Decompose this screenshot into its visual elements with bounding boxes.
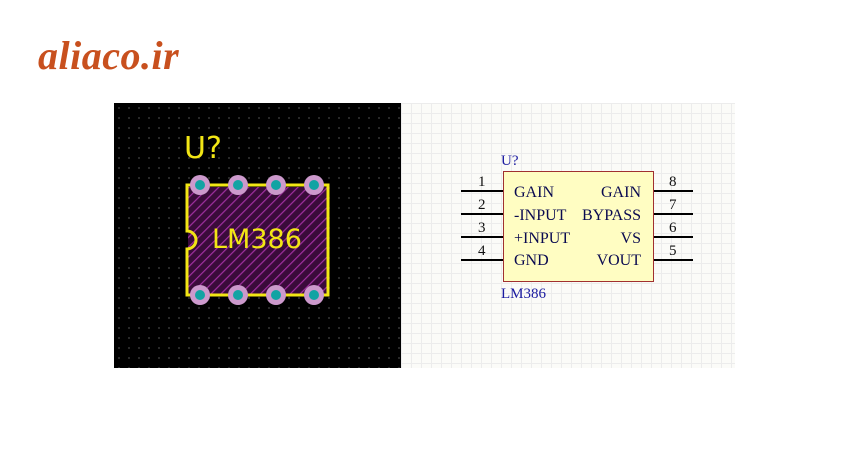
pad-hole xyxy=(233,290,243,300)
pin-name-2: -INPUT xyxy=(514,207,567,224)
pin-name-5: VOUT xyxy=(596,252,641,269)
component-body-hatch xyxy=(188,187,327,295)
pad-hole xyxy=(271,180,281,190)
pad-hole xyxy=(271,290,281,300)
pad-row-bottom xyxy=(190,285,324,305)
pin-number-6: 6 xyxy=(669,220,677,236)
brand-logo[interactable]: aliaco.ir xyxy=(38,33,180,78)
schematic-comment[interactable]: LM386 xyxy=(501,286,546,302)
pcb-footprint-graphic xyxy=(185,175,330,305)
pin-name-6: VS xyxy=(620,230,641,247)
pad-hole xyxy=(233,180,243,190)
pin-number-8: 8 xyxy=(669,174,677,190)
pin-number-2: 2 xyxy=(478,197,486,213)
schematic-component-body[interactable] xyxy=(503,171,654,282)
pad-hole xyxy=(309,290,319,300)
schematic-symbol-view: U? LM386 1 2 3 4 8 7 6 5 GAIN -INPUT +IN… xyxy=(401,103,735,368)
pin-number-5: 5 xyxy=(669,243,677,259)
pad-hole xyxy=(309,180,319,190)
pcb-designator[interactable]: U? xyxy=(184,131,222,166)
pin-number-7: 7 xyxy=(669,197,677,213)
pin-number-4: 4 xyxy=(478,243,486,259)
pin-name-7: BYPASS xyxy=(581,207,641,224)
pin-name-1: GAIN xyxy=(514,184,554,201)
schematic-designator[interactable]: U? xyxy=(501,153,519,169)
pin-name-4: GND xyxy=(514,252,549,269)
schematic-pin-lines xyxy=(461,190,693,261)
pad-hole xyxy=(195,290,205,300)
pin-name-3: +INPUT xyxy=(514,230,571,247)
pcb-footprint-view: U? LM386 xyxy=(114,103,401,368)
pcb-comment[interactable]: LM386 xyxy=(212,224,302,255)
pin-name-8: GAIN xyxy=(601,184,641,201)
pad-row-top xyxy=(190,175,324,195)
pin-number-3: 3 xyxy=(478,220,486,236)
pin-number-1: 1 xyxy=(478,174,486,190)
silkscreen-outline xyxy=(185,183,330,297)
pad-hole xyxy=(195,180,205,190)
